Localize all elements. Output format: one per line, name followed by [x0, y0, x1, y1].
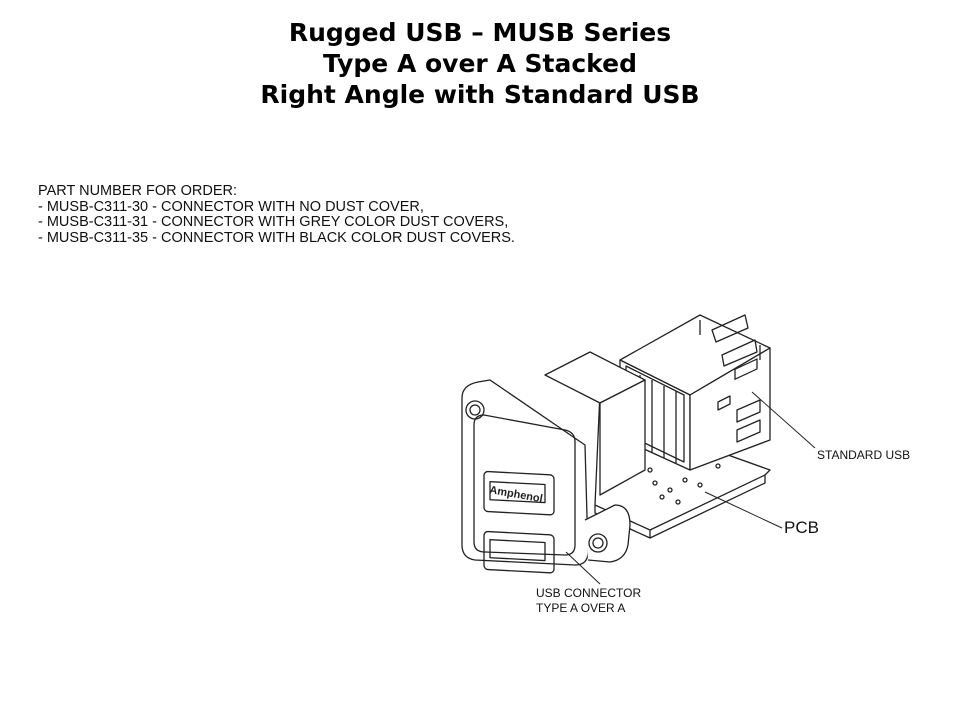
- standard-usb-callout: STANDARD USB: [817, 448, 911, 462]
- part-number-item-2: - MUSB-C311-31 - CONNECTOR WITH GREY COL…: [38, 214, 509, 230]
- title-line-1: Rugged USB – MUSB Series: [288, 18, 672, 47]
- title-line-2: Type A over A Stacked: [323, 49, 637, 78]
- usb-connector-callout: USB CONNECTOR TYPE A OVER A: [536, 586, 641, 615]
- usb-connector-callout-line-1: USB CONNECTOR: [536, 586, 642, 600]
- rugged-usb-connector: Amphenol: [461, 351, 646, 574]
- callout-leaders: [565, 391, 816, 585]
- part-number-heading: PART NUMBER FOR ORDER:: [38, 183, 237, 199]
- title-line-3: Right Angle with Standard USB: [260, 80, 700, 109]
- part-number-item-3: - MUSB-C311-35 - CONNECTOR WITH BLACK CO…: [38, 229, 515, 246]
- part-number-item-1: - MUSB-C311-30 - CONNECTOR WITH NO DUST …: [38, 198, 424, 215]
- connector-line-drawing: Amphenol: [461, 314, 816, 585]
- usb-connector-callout-line-2: TYPE A OVER A: [536, 600, 626, 615]
- slide-title: Rugged USB – MUSB Series Type A over A S…: [0, 17, 960, 110]
- part-number-list: PART NUMBER FOR ORDER: - MUSB-C311-30 - …: [38, 183, 515, 246]
- pcb-callout: PCB: [784, 518, 819, 537]
